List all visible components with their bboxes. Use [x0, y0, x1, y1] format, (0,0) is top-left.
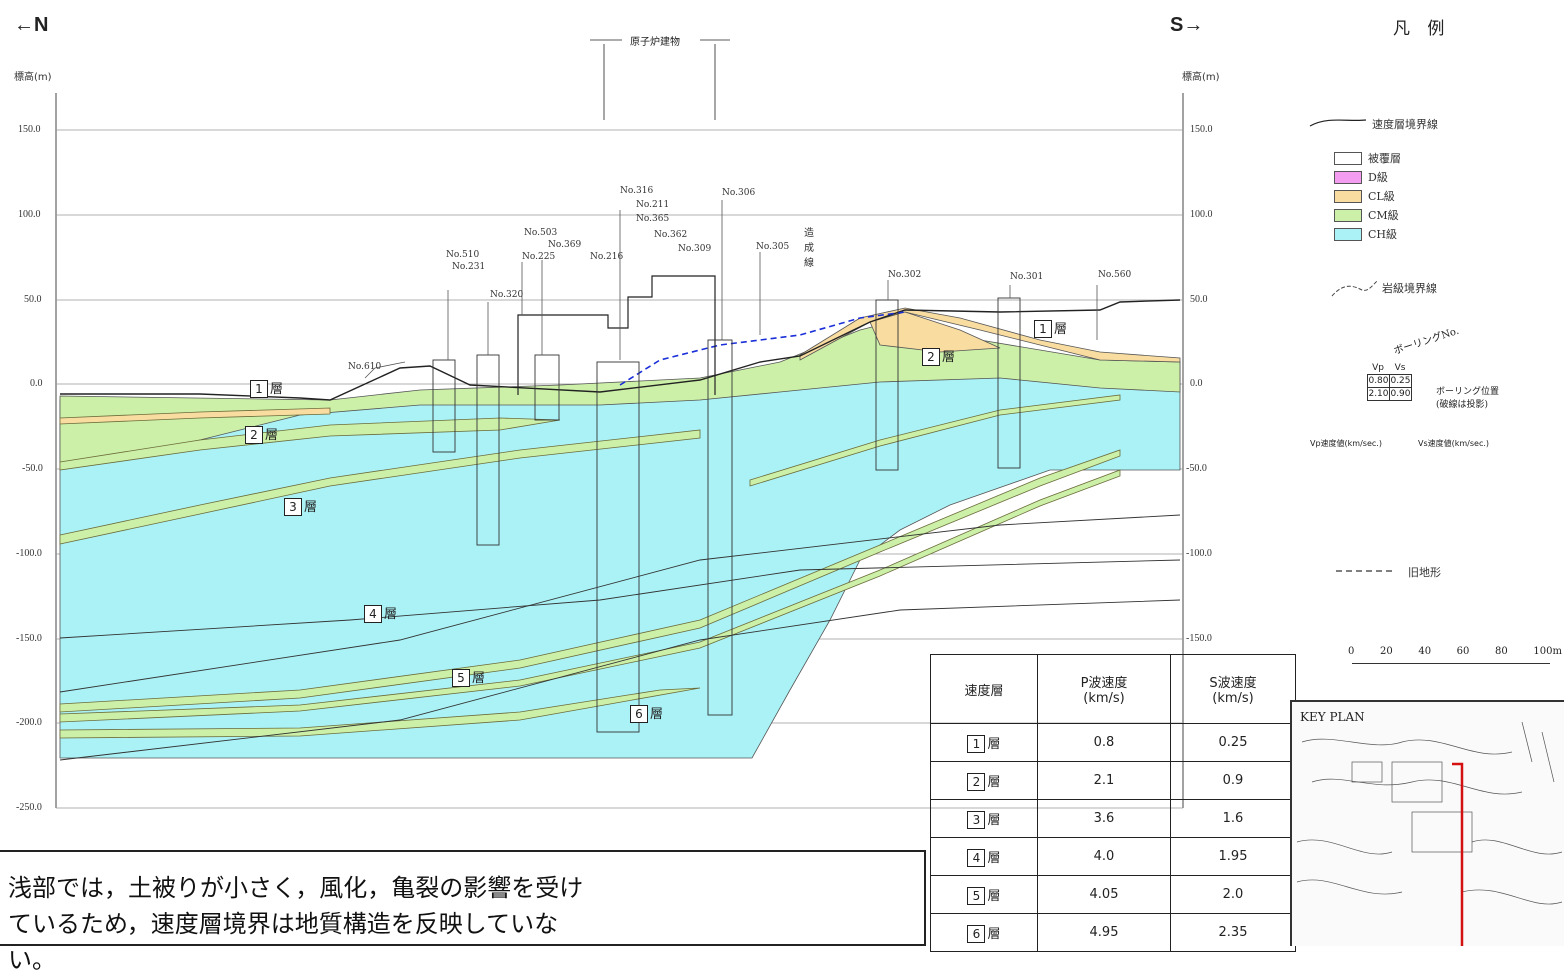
section-line-marker — [1452, 762, 1464, 946]
y-tick-label-right: -150.0 — [1186, 633, 1212, 644]
borehole-label: No.365 — [636, 214, 670, 224]
borehole-label: No.309 — [678, 244, 712, 254]
velocity-boundary-symbol — [1309, 119, 1367, 127]
y-tick-label: -200.0 — [16, 717, 42, 728]
table-header: P波速度 (km/s) — [1037, 654, 1171, 724]
table-header: S波速度 (km/s) — [1170, 654, 1296, 724]
key-plan-label: KEY PLAN — [1300, 710, 1365, 724]
ground-surface-line — [60, 299, 1181, 401]
rock-class-item: CM級 — [1334, 207, 1401, 223]
old-terrain-symbol — [1336, 570, 1392, 572]
borehole-label: No.610 — [348, 362, 382, 372]
y-tick-label-right: 150.0 — [1190, 124, 1213, 135]
fill-line-label: 造成線 — [804, 228, 814, 269]
cm-class-rock — [59, 319, 1181, 469]
y-tick-label-right: 0.0 — [1190, 378, 1203, 389]
vs-value-label: Vs速度値(km/sec.) — [1418, 439, 1490, 448]
key-plan: KEY PLAN — [1290, 700, 1564, 946]
boring-no-label: ボーリングNo. — [1392, 325, 1461, 358]
borehole-label: No.231 — [452, 262, 486, 272]
borehole-label: No.302 — [888, 270, 922, 280]
borehole-label: No.320 — [490, 290, 524, 300]
borehole-label: No.211 — [636, 200, 670, 210]
legend-title: 凡 例 — [1393, 19, 1451, 39]
y-tick-label: 100.0 — [18, 209, 41, 220]
borehole-label: No.216 — [590, 252, 624, 262]
borehole-label: No.301 — [1010, 272, 1044, 282]
y-tick-label: -100.0 — [16, 548, 42, 559]
north-label: ←N — [14, 14, 49, 36]
legend-old-terrain: 旧地形 — [1408, 566, 1441, 579]
y-tick-label-right: -100.0 — [1186, 548, 1212, 559]
y-tick-label-right: 100.0 — [1190, 209, 1213, 220]
borehole-label: No.369 — [548, 240, 582, 250]
scale-bar — [1352, 663, 1550, 664]
boreholes — [432, 297, 1021, 733]
swatch-d — [1334, 170, 1362, 184]
reactor-building-outline — [517, 275, 716, 395]
y-tick-label: 150.0 — [18, 124, 41, 135]
y-tick-label: -150.0 — [16, 633, 42, 644]
elevation-axis-label-left: 標高(m) — [14, 72, 52, 83]
legend-velocity-boundary: 速度層境界線 — [1372, 118, 1438, 131]
borehole-label: No.305 — [756, 242, 790, 252]
rock-boundary-symbol — [1331, 279, 1379, 297]
y-tick-label: -50.0 — [22, 463, 43, 474]
rock-class-item: CL級 — [1334, 188, 1401, 204]
rock-class-item: 被覆層 — [1334, 150, 1401, 166]
borehole-label: No.560 — [1098, 270, 1132, 280]
borehole-label: No.510 — [446, 250, 480, 260]
borehole-label: No.225 — [522, 252, 556, 262]
boring-position-note: ボーリング位置 (破線は投影) — [1436, 387, 1500, 410]
rock-class-item: D級 — [1334, 169, 1401, 185]
swatch-cm — [1334, 208, 1362, 222]
y-tick-label-right: 50.0 — [1190, 294, 1208, 305]
swatch-cl — [1334, 189, 1362, 203]
rock-class-legend: 被覆層 D級 CL級 CM級 CH級 — [1334, 150, 1401, 242]
vp-value-label: Vp速度値(km/sec.) — [1310, 439, 1382, 448]
legend-rock-boundary: 岩級境界線 — [1382, 282, 1437, 295]
note-box: 浅部では，土被りが小さく，風化，亀裂の影響を受けているため，速度層境界は地質構造… — [0, 850, 926, 974]
south-label: S→ — [1170, 14, 1204, 36]
y-tick-label: 0.0 — [30, 378, 43, 389]
table-header: 速度層 — [930, 654, 1038, 724]
borehole-label: No.306 — [722, 188, 756, 198]
note-text: 浅部では，土被りが小さく，風化，亀裂の影響を受けているため，速度層境界は地質構造… — [8, 874, 584, 974]
cl-class-rock — [799, 307, 1181, 363]
y-tick-label: -250.0 — [16, 802, 42, 813]
elevation-axis-label-right: 標高(m) — [1182, 72, 1220, 83]
geologic-cross-section — [55, 39, 1184, 809]
borehole-label: No.503 — [524, 228, 558, 238]
borehole-label: No.362 — [654, 230, 688, 240]
rock-class-item: CH級 — [1334, 226, 1401, 242]
swatch-ch — [1334, 227, 1362, 241]
borehole-label: No.316 — [620, 186, 654, 196]
reactor-building-label: 原子炉建物 — [630, 37, 680, 48]
y-tick-label: 50.0 — [24, 294, 42, 305]
key-plan-map — [1296, 721, 1563, 946]
swatch-cover — [1334, 151, 1362, 165]
y-tick-label-right: -50.0 — [1186, 463, 1207, 474]
